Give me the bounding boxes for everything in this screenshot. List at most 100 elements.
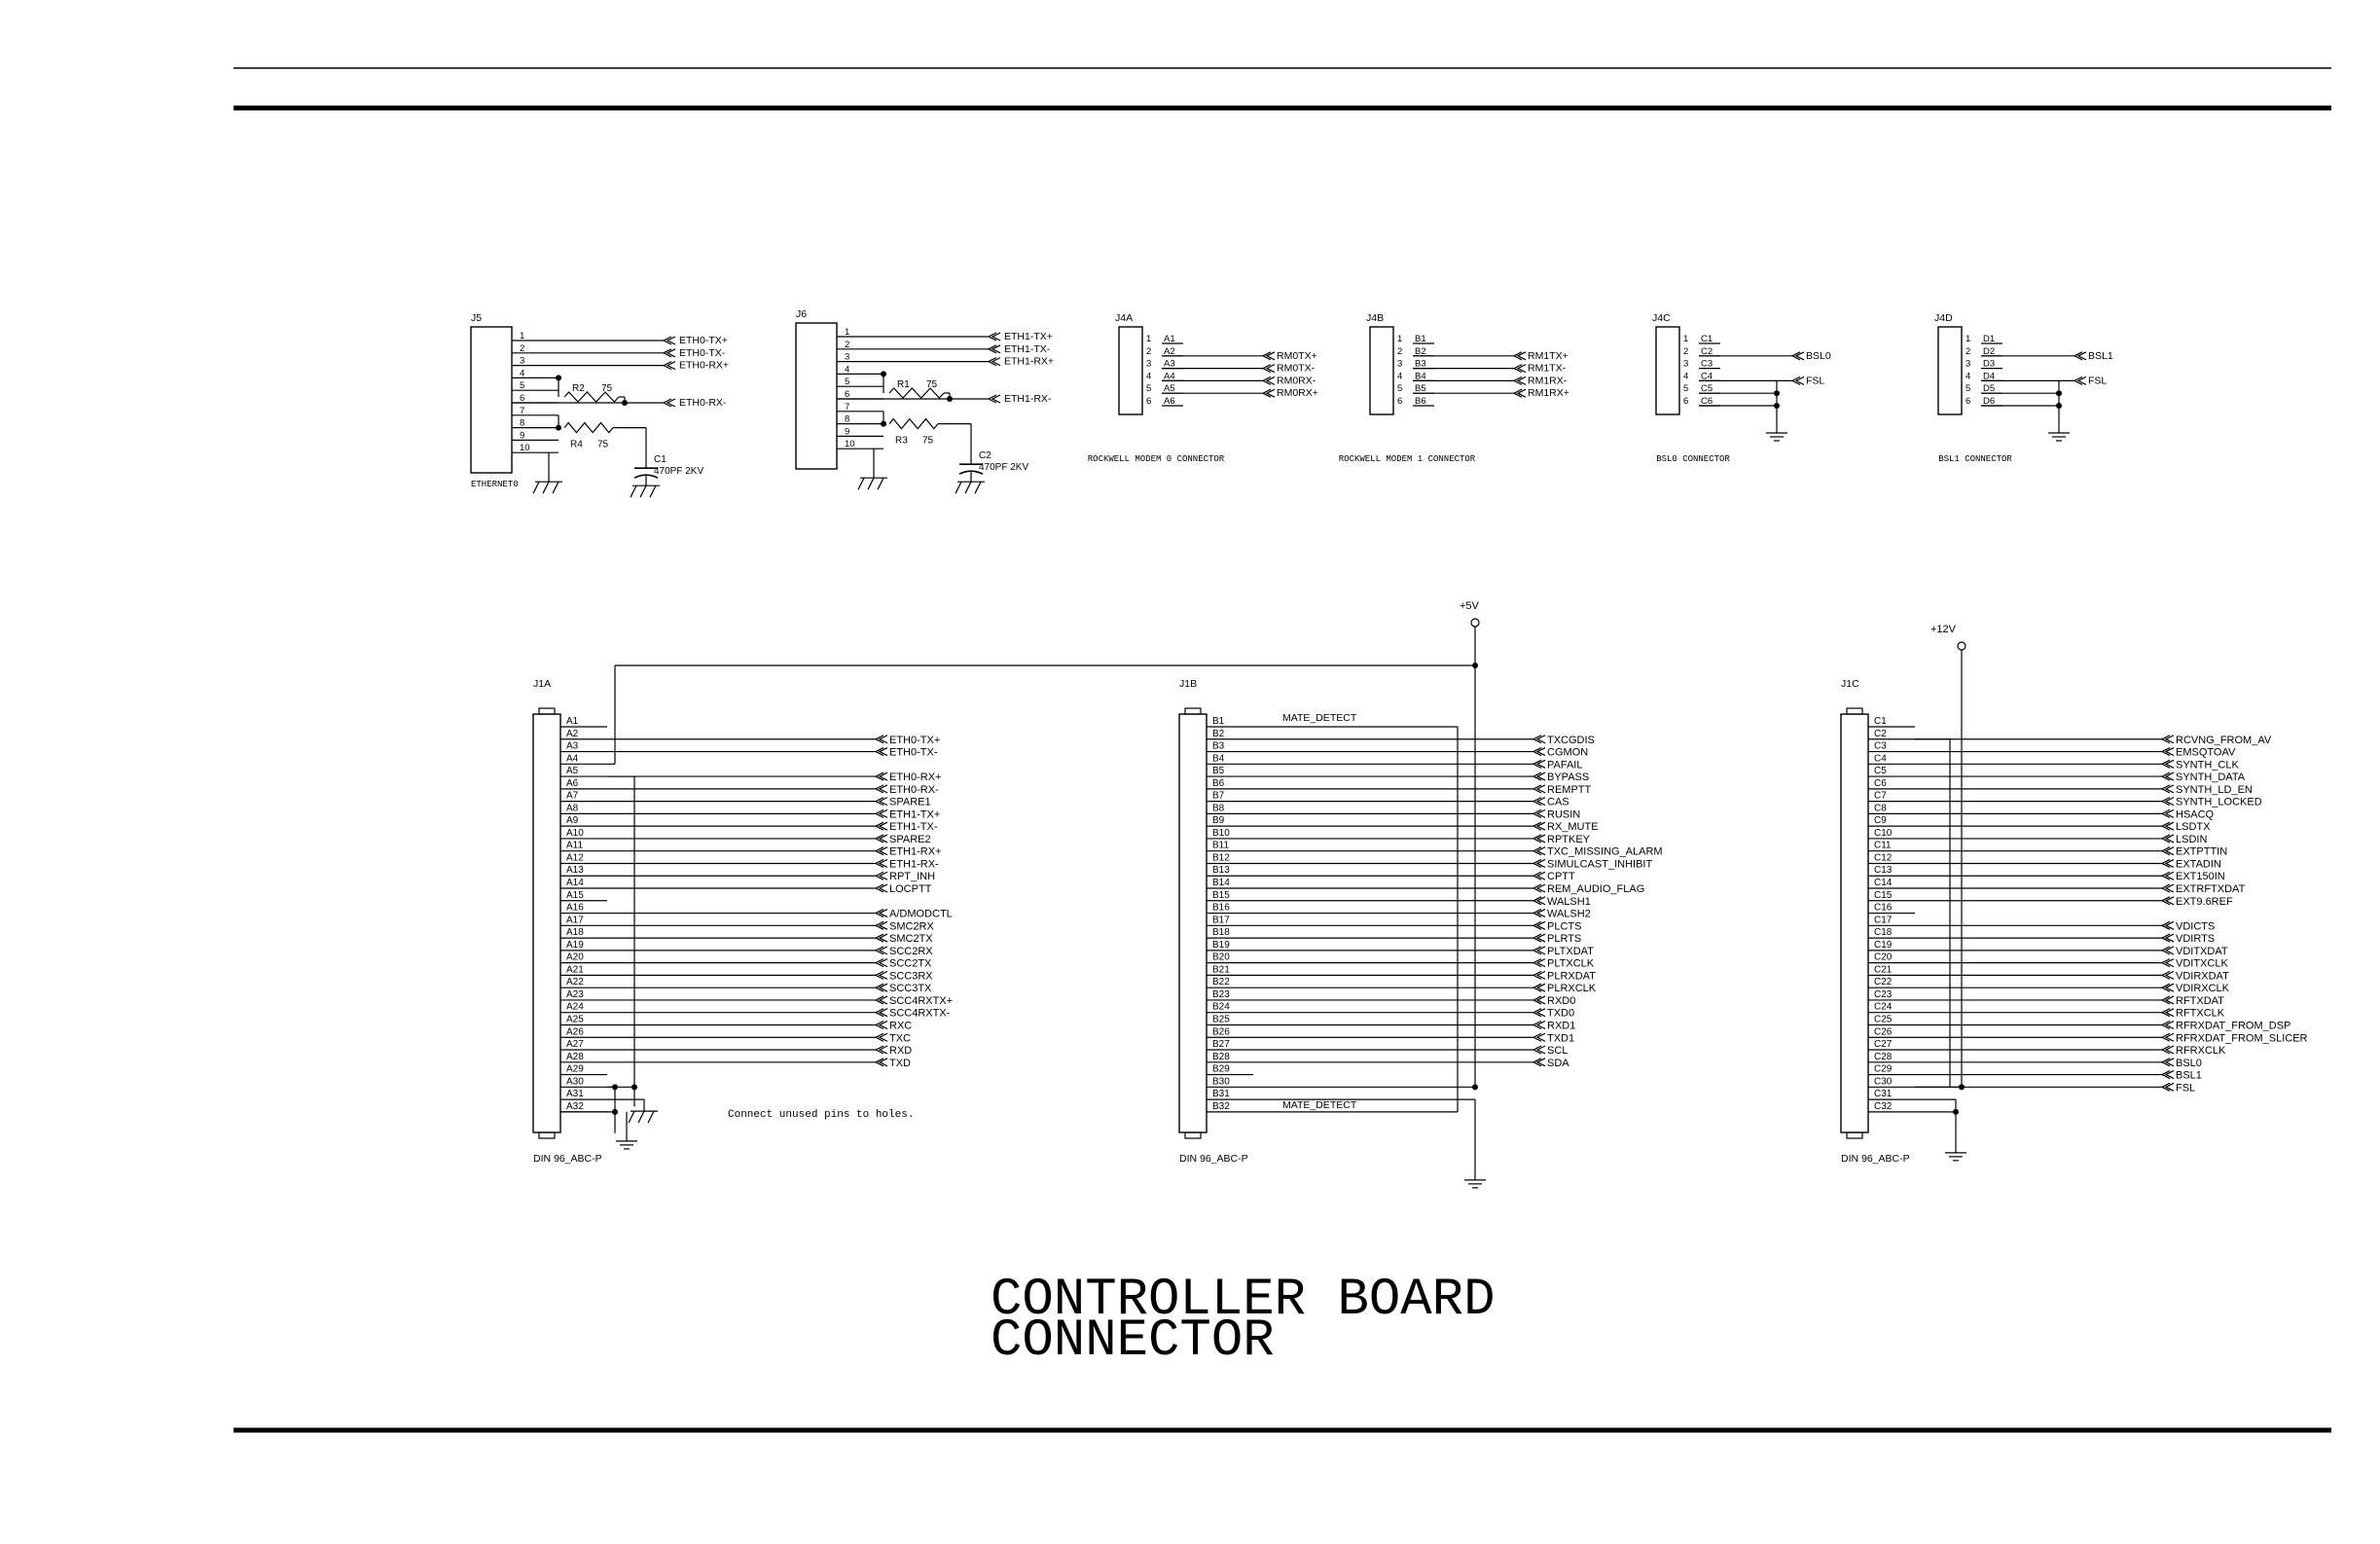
offpage-arrow [2160, 747, 2171, 757]
pin-name: A27 [566, 1039, 584, 1050]
offpage-arrow [874, 858, 884, 869]
offpage-arrow [874, 1032, 884, 1042]
net-label: RX_MUTE [1547, 821, 1599, 833]
offpage-arrow [1535, 1008, 1546, 1018]
connector-caption: ETHERNET0 [471, 480, 519, 489]
connector-ref: J1A [533, 678, 551, 690]
unused-pins-note: Connect unused pins to holes. [728, 1109, 914, 1121]
offpage-arrow [874, 1045, 884, 1055]
pin-number: 7 [845, 402, 849, 413]
pin-name: B30 [1212, 1076, 1230, 1087]
pin-name: D2 [1983, 346, 1995, 357]
net-label: FSL [2176, 1082, 2195, 1094]
net-label: TXD0 [1547, 1008, 1574, 1020]
offpage-arrow [874, 1058, 884, 1067]
pin-name: B1 [1212, 716, 1225, 727]
pin-name: C1 [1874, 716, 1887, 727]
connector-caption: ROCKWELL MODEM 1 CONNECTOR [1339, 454, 1476, 464]
pin-number: 4 [1146, 371, 1151, 381]
offpage-arrow [2164, 784, 2175, 794]
offpage-arrow [1535, 970, 1546, 980]
offpage-arrow [2160, 846, 2171, 856]
pin-name: C13 [1874, 865, 1893, 876]
net-label: PLTXCLK [1547, 958, 1595, 970]
offpage-arrow [2160, 1070, 2171, 1080]
offpage-arrow [1516, 376, 1527, 385]
pin-name: A24 [566, 1002, 584, 1013]
pin-name: A11 [566, 841, 583, 851]
offpage-arrow [1535, 909, 1546, 918]
net-label: PLTXDAT [1547, 946, 1594, 957]
pin-number: 1 [1146, 334, 1151, 344]
pin-name: C2 [1874, 729, 1887, 739]
net-label: TXC [889, 1032, 911, 1044]
pin-name: D4 [1983, 371, 1995, 381]
offpage-arrow [878, 995, 888, 1005]
offpage-arrow [878, 846, 888, 856]
net-label: ETH1-TX+ [889, 808, 940, 820]
pin-name: D6 [1983, 396, 1995, 407]
net-label: PAFAIL [1547, 759, 1582, 771]
offpage-arrow [1532, 834, 1542, 844]
pin-number: 6 [1397, 396, 1402, 407]
pin-name: A7 [566, 791, 579, 802]
offpage-arrow [2164, 1070, 2175, 1080]
offpage-arrow [662, 361, 672, 371]
offpage-arrow [1532, 909, 1542, 918]
pin-name: C15 [1874, 890, 1893, 901]
net-label: ETH1-RX+ [1004, 356, 1054, 368]
pin-name: B16 [1212, 903, 1230, 914]
offpage-arrow [666, 398, 676, 408]
pin-name: A21 [566, 964, 584, 975]
pin-number: 4 [845, 364, 849, 375]
net-label: TXCGDIS [1547, 735, 1595, 746]
pin-name: B8 [1212, 803, 1225, 813]
offpage-arrow [2164, 871, 2175, 880]
offpage-arrow [2164, 1008, 2175, 1018]
offpage-arrow [2160, 1058, 2171, 1067]
net-label: RUSIN [1547, 808, 1580, 820]
pin-name: A20 [566, 952, 584, 963]
pin-name: B6 [1415, 396, 1426, 407]
offpage-arrow [1535, 995, 1546, 1005]
resistor-ref: R4 [570, 440, 583, 450]
offpage-arrow [874, 909, 884, 918]
pin-name: B17 [1212, 915, 1230, 925]
offpage-arrow [2164, 1082, 2175, 1092]
net-label: SCC2TX [889, 958, 932, 970]
net-label: FSL [1806, 375, 1824, 386]
offpage-arrow [1532, 821, 1542, 831]
offpage-arrow [1532, 747, 1542, 757]
net-label: PLRXCLK [1547, 983, 1597, 994]
pin-name: C8 [1874, 803, 1887, 813]
offpage-arrow [878, 946, 888, 955]
offpage-arrow [2164, 883, 2175, 893]
connector-key [1846, 707, 1863, 715]
pin-name: A22 [566, 977, 584, 987]
pin-number: 5 [1146, 383, 1151, 394]
junction-dot [631, 1084, 637, 1091]
offpage-arrow [991, 394, 1001, 404]
rail-12v-terminal [1957, 641, 1966, 651]
offpage-arrow [878, 784, 888, 794]
pin-name: C22 [1874, 977, 1893, 987]
pin-name: C3 [1874, 741, 1887, 752]
net-label: ETH0-RX- [889, 784, 939, 796]
pin-name: B7 [1212, 791, 1225, 802]
offpage-arrow [878, 871, 888, 880]
offpage-arrow [878, 1032, 888, 1042]
net-label: BSL1 [2176, 1070, 2202, 1082]
net-label: RFRXCLK [2176, 1045, 2226, 1057]
offpage-arrow [1535, 772, 1546, 781]
net-label: BSL0 [2176, 1058, 2202, 1069]
pin-name: A4 [1164, 371, 1175, 381]
offpage-arrow [2160, 858, 2171, 869]
offpage-arrow [1535, 920, 1546, 930]
offpage-arrow [2160, 920, 2171, 930]
pin-name: B20 [1212, 952, 1230, 963]
net-label: WALSH2 [1547, 909, 1591, 920]
